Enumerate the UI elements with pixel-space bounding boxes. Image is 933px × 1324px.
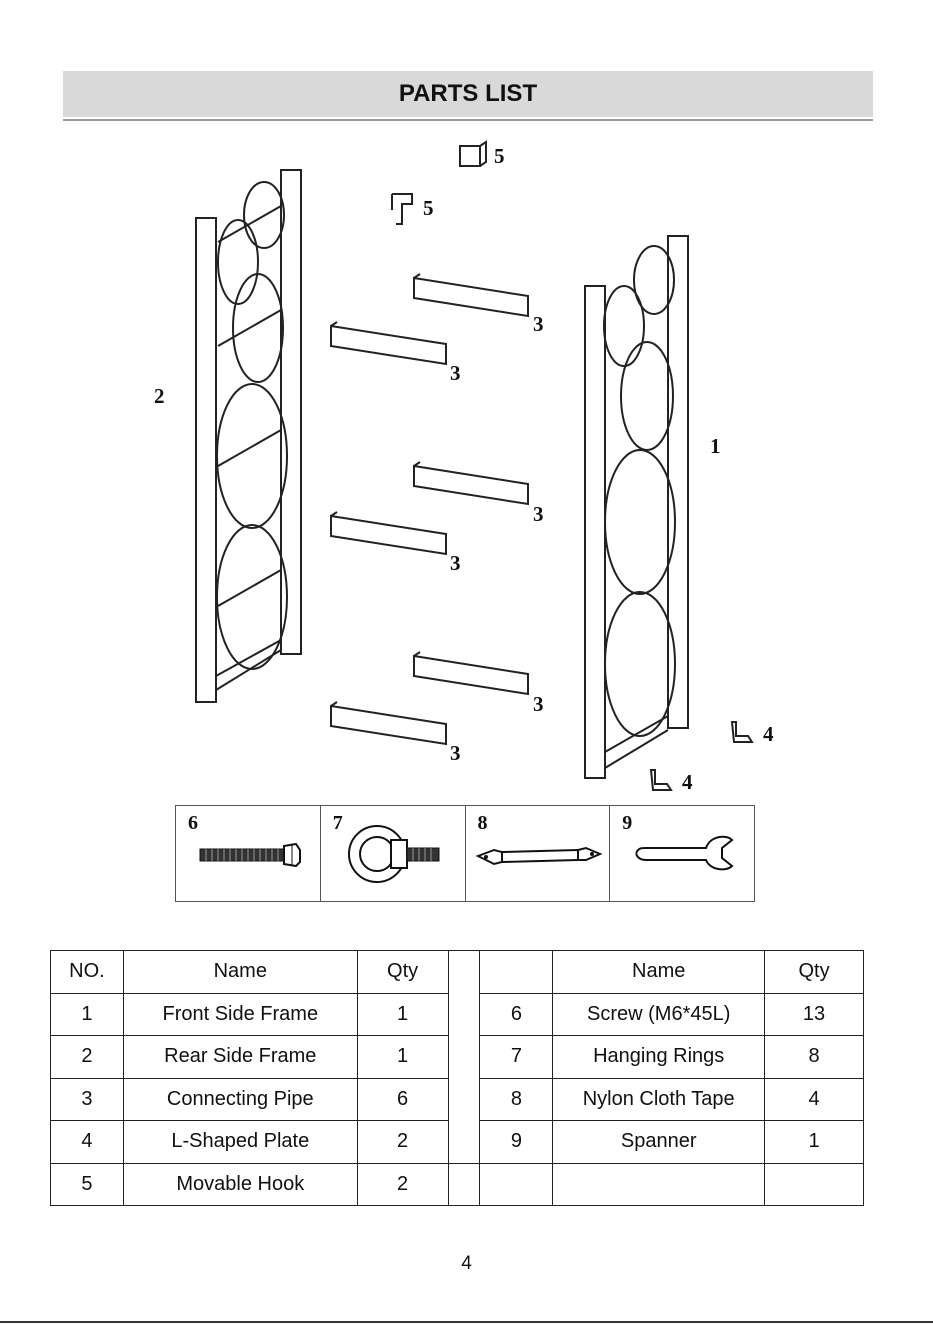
cell-name: Movable Hook	[123, 1163, 357, 1206]
cell-qty-2	[765, 1163, 864, 1206]
hardware-strip: 6 7 8	[175, 805, 755, 902]
bottom-divider	[0, 1321, 933, 1323]
cell-no-2	[480, 1163, 553, 1206]
cell-qty-2: 1	[765, 1121, 864, 1164]
callout-hook-second: 5	[423, 196, 434, 221]
table-header-row: NO. Name Qty Name Qty	[51, 951, 864, 994]
callout-plate-1: 4	[763, 722, 774, 747]
cell-qty: 1	[357, 1036, 448, 1079]
header-no: NO.	[51, 951, 124, 994]
hanging-ring-icon	[321, 806, 467, 902]
cell-no: 3	[51, 1078, 124, 1121]
header-name: Name	[123, 951, 357, 994]
rear-side-frame	[196, 170, 301, 702]
front-side-frame	[585, 236, 688, 778]
header-no-2	[480, 951, 553, 994]
cell-name-2: Nylon Cloth Tape	[553, 1078, 765, 1121]
callout-front-frame: 1	[710, 434, 721, 459]
cell-name: L-Shaped Plate	[123, 1121, 357, 1164]
callout-pipe-1: 3	[533, 312, 544, 337]
cell-no-2: 9	[480, 1121, 553, 1164]
page-number: 4	[0, 1253, 933, 1275]
cell-name-2: Screw (M6*45L)	[553, 993, 765, 1036]
cell-name-2	[553, 1163, 765, 1206]
cell-qty-2: 8	[765, 1036, 864, 1079]
table-gap	[448, 951, 480, 1164]
cell-name: Connecting Pipe	[123, 1078, 357, 1121]
header-name-2: Name	[553, 951, 765, 994]
movable-hooks	[392, 142, 486, 224]
cell-name-2: Spanner	[553, 1121, 765, 1164]
header-qty-2: Qty	[765, 951, 864, 994]
cell-name: Rear Side Frame	[123, 1036, 357, 1079]
assembly-diagram	[0, 0, 933, 910]
cell-no-2: 6	[480, 993, 553, 1036]
hardware-cell-tape: 8	[466, 806, 611, 901]
cell-no-2: 8	[480, 1078, 553, 1121]
callout-hook-top: 5	[494, 144, 505, 169]
cell-no: 1	[51, 993, 124, 1036]
header-qty: Qty	[357, 951, 448, 994]
cell-name-2: Hanging Rings	[553, 1036, 765, 1079]
cell-qty: 1	[357, 993, 448, 1036]
callout-pipe-3: 3	[533, 502, 544, 527]
callout-pipe-5: 3	[533, 692, 544, 717]
cell-name: Front Side Frame	[123, 993, 357, 1036]
hardware-cell-screw: 6	[176, 806, 321, 901]
parts-table: NO. Name Qty Name Qty 1 Front Side Frame…	[50, 950, 864, 1206]
hardware-cell-ring: 7	[321, 806, 466, 901]
callout-pipe-6: 3	[450, 741, 461, 766]
spanner-icon	[610, 806, 756, 902]
nylon-tape-icon	[466, 806, 612, 902]
cell-qty: 6	[357, 1078, 448, 1121]
connecting-pipes	[331, 274, 528, 744]
callout-plate-2: 4	[682, 770, 693, 795]
callout-rear-frame: 2	[154, 384, 165, 409]
cell-qty: 2	[357, 1163, 448, 1206]
cell-qty-2: 13	[765, 993, 864, 1036]
cell-qty-2: 4	[765, 1078, 864, 1121]
cell-no: 2	[51, 1036, 124, 1079]
cell-no: 4	[51, 1121, 124, 1164]
cell-no: 5	[51, 1163, 124, 1206]
callout-pipe-4: 3	[450, 551, 461, 576]
hardware-cell-spanner: 9	[610, 806, 754, 901]
screw-icon	[176, 806, 322, 902]
cell-qty: 2	[357, 1121, 448, 1164]
callout-pipe-2: 3	[450, 361, 461, 386]
table-gap-bottom	[448, 1163, 480, 1206]
table-row: 5 Movable Hook 2	[51, 1163, 864, 1206]
cell-no-2: 7	[480, 1036, 553, 1079]
